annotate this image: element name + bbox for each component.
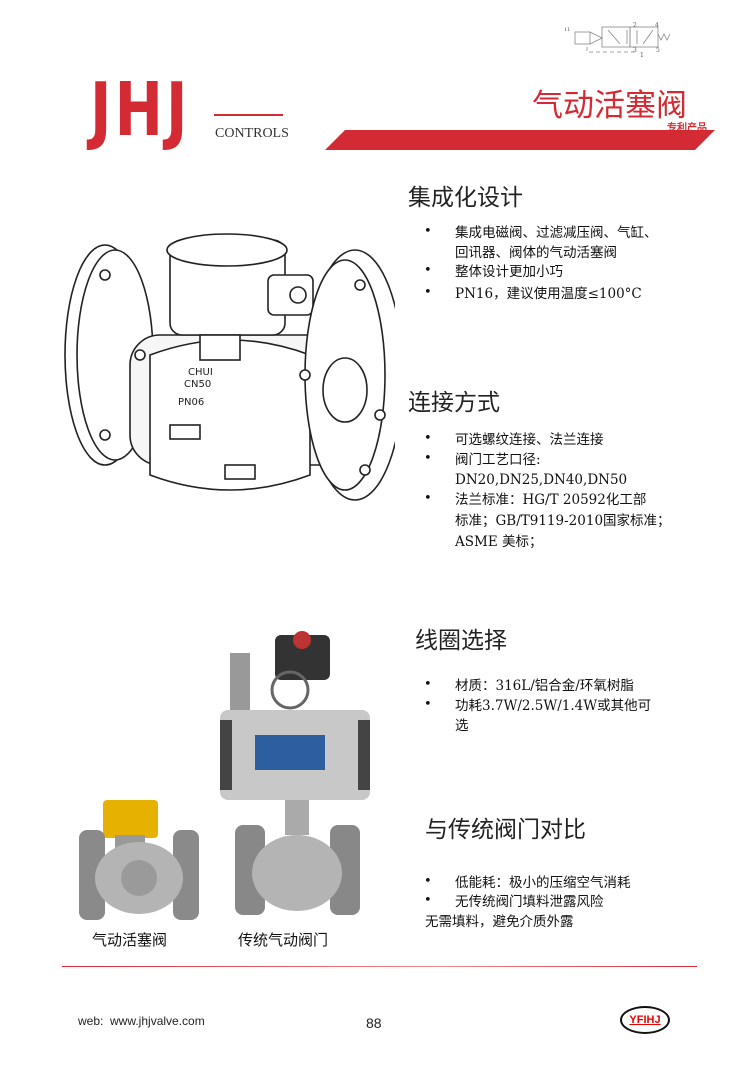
- valve-marking: PN06: [178, 397, 204, 408]
- yfihj-badge: YFIHJ: [620, 1006, 670, 1034]
- heading-integrated-design: 集成化设计: [408, 185, 523, 211]
- bullet-text: 低能耗：极小的压缩空气消耗: [455, 875, 631, 891]
- heading-connection: 连接方式: [408, 390, 500, 416]
- bullet: •: [424, 263, 432, 278]
- header-red-band: [325, 130, 715, 150]
- bullet: •: [424, 491, 432, 506]
- bullet-text: 材质：316L/铝合金/环氧树脂: [455, 678, 634, 694]
- bullet: •: [424, 677, 432, 692]
- port-label: 1: [640, 52, 644, 58]
- jhj-logo: JHJ CONTROLS: [90, 68, 290, 154]
- bullet-text: 选: [455, 718, 469, 734]
- pneumatic-schematic-icon: 11 2 4 3 5 1: [565, 22, 671, 58]
- valve-marking: CHUI: [188, 367, 213, 378]
- bullet-text: 功耗3.7W/2.5W/1.4W或其他可: [455, 698, 652, 714]
- footer-rule: [62, 966, 697, 967]
- piston-valve-photo: [79, 800, 199, 920]
- bullet-text: 整体设计更加小巧: [455, 264, 563, 280]
- bullet-text: 法兰标准：HG/T 20592化工部: [455, 492, 647, 508]
- bullet: •: [424, 451, 432, 466]
- bullet-text: ASME 美标；: [455, 534, 543, 550]
- port-label: 3: [633, 47, 637, 54]
- bullet: •: [424, 697, 432, 712]
- footer-website-link[interactable]: web: www.jhjvalve.com: [78, 1014, 205, 1028]
- bullet: •: [424, 874, 432, 889]
- bullet: •: [424, 285, 432, 300]
- bullet-text: 可选螺纹连接、法兰连接: [455, 432, 604, 448]
- bullet-text: 阀门工艺口径:: [455, 452, 541, 468]
- patent-badge: 专利产品: [667, 123, 707, 134]
- bullet-text: 无传统阀门填料泄露风险: [455, 894, 604, 910]
- logo-rule: [214, 114, 283, 116]
- badge-text: YFIHJ: [629, 1014, 661, 1026]
- svg-text:11: 11: [565, 27, 570, 33]
- port-label: 4: [655, 22, 659, 29]
- page-number: 88: [366, 1015, 382, 1031]
- bullet-text: 回讯器、阀体的气动活塞阀: [455, 245, 617, 261]
- caption-traditional-valve: 传统气动阀门: [238, 931, 329, 949]
- bullet-text: PN16，建议使用温度≤100°C: [455, 286, 642, 302]
- port-label: 2: [633, 22, 637, 29]
- logo-subtitle: CONTROLS: [215, 126, 289, 141]
- bullet-text: 无需填料，避免介质外露: [425, 914, 574, 930]
- bullet-text: 集成电磁阀、过滤减压阀、气缸、: [455, 225, 658, 241]
- bullet: •: [424, 893, 432, 908]
- piston-valve-drawing: CHUI CN50 PN06: [64, 233, 395, 501]
- valve-marking: CN50: [184, 379, 211, 390]
- heading-coil: 线圈选择: [415, 628, 507, 654]
- product-title: 气动活塞阀: [532, 88, 687, 124]
- heading-comparison: 与传统阀门对比: [425, 817, 586, 843]
- bullet: •: [424, 224, 432, 239]
- port-label: 5: [656, 47, 660, 54]
- caption-piston-valve: 气动活塞阀: [92, 931, 168, 949]
- bullet-text: 标准；GB/T9119-2010国家标准；: [455, 513, 671, 529]
- logo-letters: JHJ: [90, 67, 191, 153]
- traditional-valve-photo: [220, 631, 370, 915]
- bullet: •: [424, 431, 432, 446]
- bullet-text: DN20,DN25,DN40,DN50: [455, 472, 628, 488]
